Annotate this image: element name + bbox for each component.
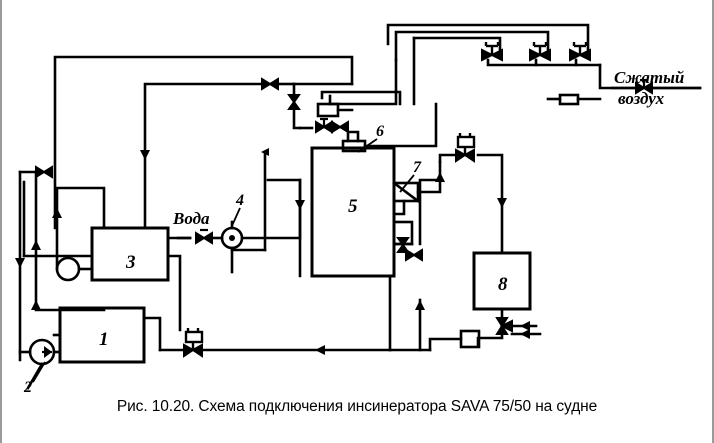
valve-air-3[interactable]: [569, 42, 591, 62]
equipment-label-3: 3: [125, 252, 136, 273]
leader-6: [357, 138, 378, 153]
callout-leaders: [32, 138, 415, 383]
compressed-air-label-line1: Сжатый: [614, 68, 684, 87]
compressed-air-header: [328, 23, 702, 106]
arrow-in-fuel-2: [520, 329, 530, 339]
equipment-label-1: 1: [99, 329, 109, 350]
arrow-up-circulation: [52, 208, 62, 218]
equipment-box-3[interactable]: [90, 226, 170, 282]
valve-burner-1[interactable]: [315, 117, 333, 134]
device-4-body[interactable]: [220, 226, 244, 250]
leader-4: [230, 207, 241, 229]
arrow-up-left: [31, 240, 41, 250]
valve-flue-2[interactable]: [405, 248, 423, 262]
arrow-up-left-2: [31, 300, 41, 310]
arrow-in-fuel-1: [520, 321, 530, 331]
leader-2: [32, 361, 46, 383]
valve-water-inlet[interactable]: [195, 228, 213, 245]
valve-bottom-left[interactable]: [183, 328, 204, 358]
equipment-boxes: [58, 226, 170, 364]
pump-circulation-body[interactable]: [55, 256, 81, 282]
valve-air-2[interactable]: [529, 42, 551, 62]
valve-top-left-tank[interactable]: [35, 165, 53, 179]
arrow-down-fuel: [497, 198, 507, 208]
left-tank-piping: [18, 170, 392, 390]
fuel-tank-circuit: [418, 153, 542, 352]
valve-three-way-fuel[interactable]: [495, 317, 513, 335]
burner-fuel-riser: [292, 106, 302, 130]
valve-air-1[interactable]: [481, 42, 503, 62]
arrow-down-left: [15, 258, 25, 268]
arrow-left-bottom: [315, 345, 325, 355]
callout-label-4: 4: [235, 192, 244, 209]
water-label: Вода: [172, 209, 210, 228]
burner-manifold: [298, 90, 438, 153]
pump-symbols: [28, 226, 244, 366]
arrow-down-center: [140, 150, 150, 160]
callout-label-6: 6: [376, 123, 384, 140]
valve-compressed-air-outlet[interactable]: [635, 78, 653, 95]
pipe-network: [18, 23, 702, 390]
vapour-riser: [230, 148, 269, 252]
callout-label-7: 7: [413, 159, 422, 176]
valve-symbols: [35, 42, 653, 358]
arrow-up-right: [415, 300, 425, 310]
leader-7: [399, 174, 415, 193]
pump-2-body[interactable]: [28, 338, 56, 366]
arrow-down-chamber: [295, 200, 305, 210]
equipment-box-1[interactable]: [58, 306, 146, 364]
equipment-label-5: 5: [348, 196, 358, 217]
valve-burner-2[interactable]: [331, 120, 349, 134]
valve-top-left-line[interactable]: [261, 77, 294, 91]
figure-caption: Рис. 10.20. Схема подключения инсинерато…: [116, 398, 598, 415]
incinerator-chamber-body: [310, 146, 396, 278]
air-line-silencer: [558, 93, 580, 106]
arrow-up-flue: [435, 172, 445, 182]
valve-fuel-8-top[interactable]: [455, 133, 476, 163]
compressed-air-label-line2: воздух: [618, 89, 665, 108]
flue-outlet-module: [392, 160, 442, 246]
callout-label-2: 2: [23, 379, 32, 396]
flow-arrows: [15, 150, 530, 355]
valve-riser[interactable]: [287, 94, 301, 110]
upper-left-return-loop: [53, 55, 354, 230]
equipment-label-8: 8: [498, 274, 508, 295]
